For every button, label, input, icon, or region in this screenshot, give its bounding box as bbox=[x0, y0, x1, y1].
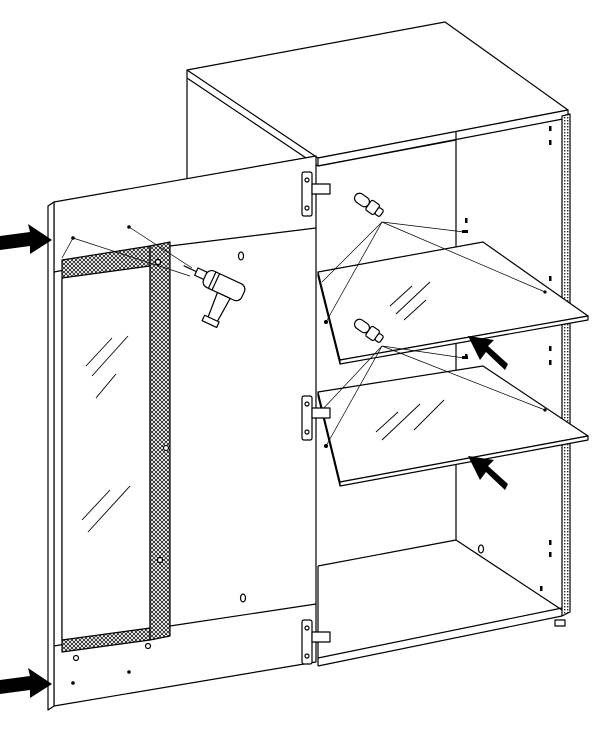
glass-shelf-upper bbox=[317, 241, 589, 365]
arrow-shelf-lower bbox=[468, 456, 508, 490]
shelf-support-lower bbox=[353, 318, 384, 343]
cabinet-hinge-icon bbox=[301, 171, 331, 665]
hinge-top bbox=[301, 171, 331, 217]
cabinet-body bbox=[186, 21, 571, 667]
arrow-door-bottom bbox=[0, 668, 52, 698]
shelf-support-upper bbox=[353, 192, 384, 217]
glass-door bbox=[47, 155, 317, 711]
door-screws bbox=[61, 226, 193, 277]
power-drill-icon bbox=[183, 265, 246, 329]
hinge-bottom bbox=[301, 619, 331, 665]
hinge-middle bbox=[301, 395, 331, 441]
glass-shelf-lower bbox=[317, 365, 589, 487]
arrow-door-top bbox=[0, 224, 52, 254]
arrow-shelf-upper bbox=[468, 336, 508, 370]
assembly-arrow-icon bbox=[0, 224, 508, 698]
guide-lines bbox=[321, 221, 546, 447]
